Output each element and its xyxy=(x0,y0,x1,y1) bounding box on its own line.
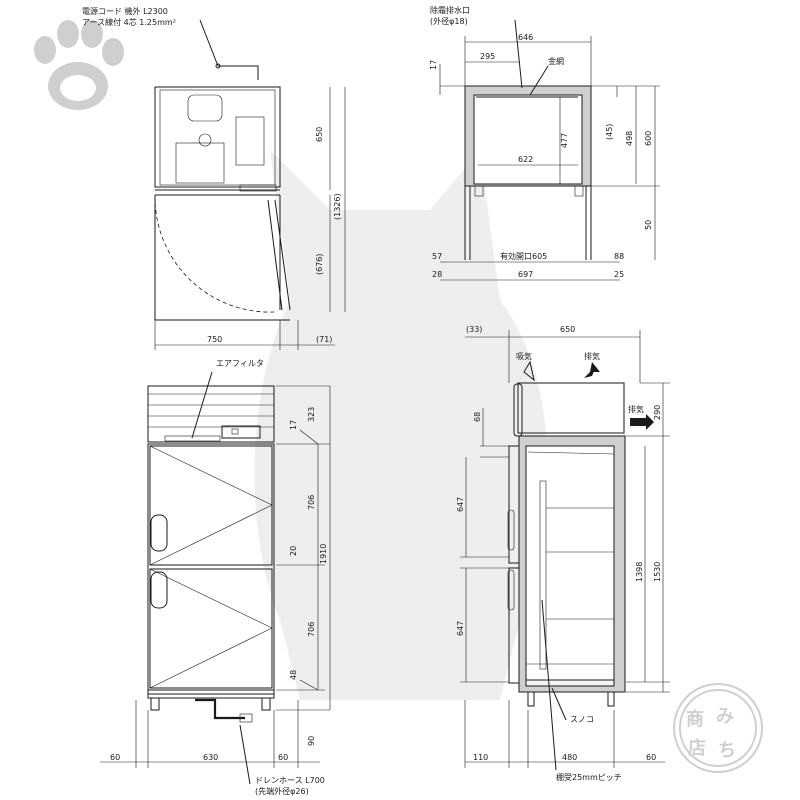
dim-side-110: 110 xyxy=(473,753,488,762)
dim-front-20: 20 xyxy=(289,546,298,556)
intake-label: 吸気 xyxy=(516,351,532,361)
dim-sec-622: 622 xyxy=(518,155,533,164)
exhaust-top-label: 排気 xyxy=(584,351,600,361)
dim-front-17: 17 xyxy=(289,420,298,430)
dim-top-71: (71) xyxy=(316,335,332,344)
section-view xyxy=(439,19,660,281)
dim-side-650: 650 xyxy=(560,325,575,334)
dim-top-1326: (1326) xyxy=(333,193,342,220)
power-cord-label: 電源コード 機外 L2300 xyxy=(82,6,168,16)
dim-side-647-lower: 647 xyxy=(456,621,465,636)
front-view xyxy=(100,371,331,785)
dim-top-676: (676) xyxy=(315,253,324,275)
wire-mesh-label: 金網 xyxy=(548,56,564,66)
dim-side-1398: 1398 xyxy=(635,562,644,582)
stamp-char-4: ち xyxy=(718,740,736,761)
dim-front-1910: 1910 xyxy=(319,544,328,564)
paw-watermark xyxy=(34,20,124,110)
dim-sec-45: (45) xyxy=(605,124,614,140)
dim-sec-498: 498 xyxy=(625,131,634,146)
dim-top-750: 750 xyxy=(207,335,222,344)
shelf-pitch-label: 棚受25mmピッチ xyxy=(556,772,622,782)
drain-port-label: 除霜排水口 xyxy=(430,5,470,15)
top-view xyxy=(154,19,346,350)
drain-hose-label: ドレンホース L700 xyxy=(255,776,325,785)
dim-side-33: (33) xyxy=(466,325,482,334)
dim-top-650: 650 xyxy=(315,127,324,142)
dim-side-480: 480 xyxy=(562,753,577,762)
dim-front-48: 48 xyxy=(289,670,298,680)
stamp-char-1: 商 xyxy=(686,708,704,730)
stamp-char-2: み xyxy=(716,706,734,727)
earth-wire-label: アース線付 4芯 1.25mm² xyxy=(82,17,176,27)
dim-side-1530: 1530 xyxy=(653,562,662,582)
dim-sec-25: 25 xyxy=(614,270,624,279)
dim-sec-57: 57 xyxy=(432,252,442,261)
dim-sec-28: 28 xyxy=(432,270,442,279)
effective-opening-label: 有効開口605 xyxy=(500,251,547,261)
dim-sec-295: 295 xyxy=(480,52,495,61)
dim-side-647-upper: 647 xyxy=(456,497,465,512)
sunoko-label: スノコ xyxy=(570,715,594,724)
dim-sec-697: 697 xyxy=(518,270,533,279)
cat-watermark xyxy=(254,150,548,700)
dim-front-706-upper: 706 xyxy=(307,495,316,510)
dim-front-60-right: 60 xyxy=(278,753,288,762)
dim-side-290: 290 xyxy=(653,405,662,420)
shop-stamp: 商 み 店 ち xyxy=(673,683,763,773)
stamp-char-3: 店 xyxy=(688,737,706,759)
dim-front-630: 630 xyxy=(203,753,218,762)
dim-front-60-left: 60 xyxy=(110,753,120,762)
exhaust-side-label: 排気 xyxy=(628,404,644,414)
dim-front-706-lower: 706 xyxy=(307,622,316,637)
dim-sec-477: 477 xyxy=(560,133,569,148)
drain-port-diameter: (外径φ18) xyxy=(430,16,468,26)
dim-side-68: 68 xyxy=(473,412,482,422)
dim-front-323: 323 xyxy=(307,407,316,422)
dim-side-60: 60 xyxy=(646,753,656,762)
side-view xyxy=(460,330,670,771)
dim-sec-88: 88 xyxy=(614,252,624,261)
dim-sec-50: 50 xyxy=(644,220,653,230)
dim-sec-646: 646 xyxy=(518,33,533,42)
dim-sec-17: 17 xyxy=(429,60,438,70)
dim-front-90: 90 xyxy=(307,736,316,746)
air-filter-label: エアフィルタ xyxy=(216,359,264,368)
drain-hose-diameter: (先端外径φ26) xyxy=(255,786,309,796)
dim-sec-600: 600 xyxy=(644,131,653,146)
